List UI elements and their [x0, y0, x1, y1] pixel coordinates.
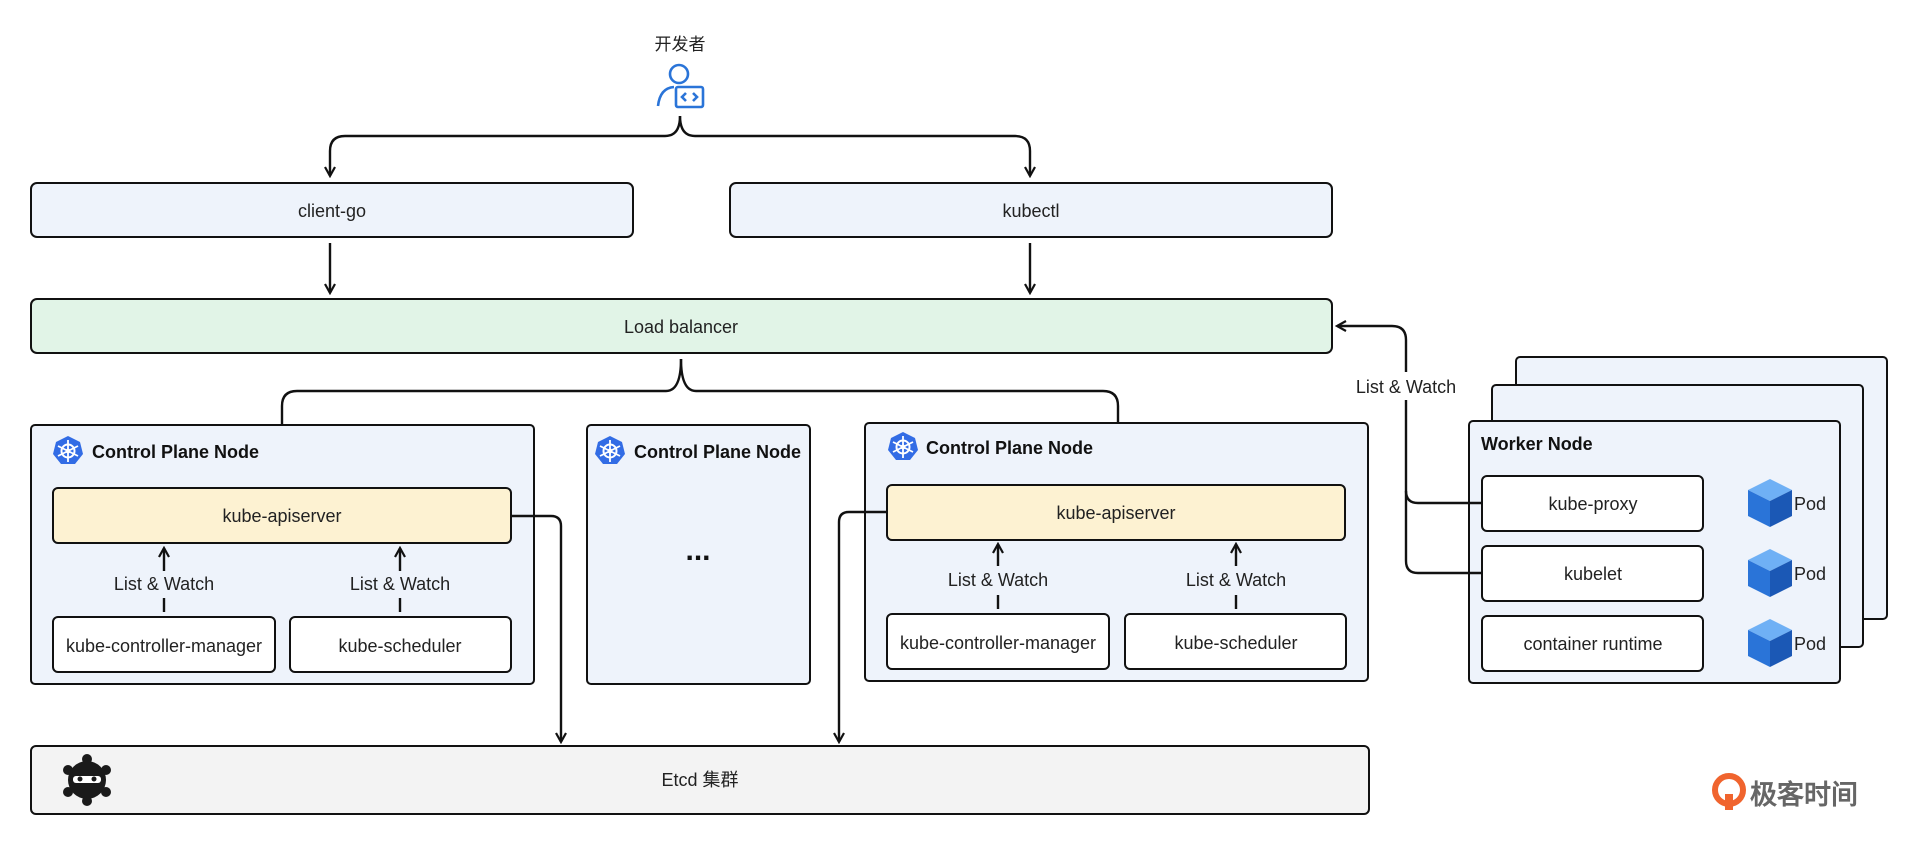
- control-plane-node-1-title: Control Plane Node: [92, 442, 259, 462]
- kube-apiserver-box-3: [886, 484, 1346, 541]
- list-watch-label-1b: List & Watch: [350, 574, 450, 594]
- kube-scheduler-box-1: [289, 616, 512, 673]
- list-watch-label-1a: List & Watch: [114, 574, 214, 594]
- kubelet-label: kubelet: [1564, 564, 1622, 584]
- list-watch-label-3a: List & Watch: [948, 570, 1048, 590]
- worker-node-title: Worker Node: [1481, 434, 1593, 454]
- kube-apiserver-label-1: kube-apiserver: [222, 506, 341, 526]
- client-go-label: client-go: [298, 201, 366, 221]
- control-plane-node-2-title: Control Plane Node: [634, 442, 801, 462]
- kube-controller-manager-label-3: kube-controller-manager: [900, 633, 1096, 653]
- container-runtime-box: [1481, 615, 1704, 672]
- pod-label-1: Pod: [1794, 494, 1826, 514]
- kube-scheduler-box-3: [1124, 613, 1347, 670]
- kube-controller-manager-box-1: [52, 616, 276, 673]
- kubelet-box: [1481, 545, 1704, 602]
- etcd-cluster-label: Etcd 集群: [661, 770, 738, 790]
- pod-label-3: Pod: [1794, 634, 1826, 654]
- client-go-box: [30, 182, 634, 238]
- kube-controller-manager-label-1: kube-controller-manager: [66, 636, 262, 656]
- ellipsis-text: ...: [685, 534, 710, 567]
- kube-scheduler-label-1: kube-scheduler: [338, 636, 461, 656]
- kube-apiserver-box-1: [52, 487, 512, 544]
- developer-icon: [656, 63, 705, 109]
- etcd-cluster-box: [30, 745, 1370, 815]
- worker-list-watch-label: List & Watch: [1356, 377, 1456, 397]
- kubectl-label: kubectl: [1002, 201, 1059, 221]
- brand-logo-icon: [1712, 773, 1746, 810]
- list-watch-label-bg: [1352, 372, 1460, 400]
- container-runtime-label: container runtime: [1523, 634, 1662, 654]
- kube-proxy-box: [1481, 475, 1704, 532]
- control-plane-node-2: [586, 424, 811, 685]
- kubectl-box: [729, 182, 1333, 238]
- brand-watermark-text: 极客时间: [1750, 779, 1858, 810]
- kube-apiserver-label-3: kube-apiserver: [1056, 503, 1175, 523]
- pod-label-2: Pod: [1794, 564, 1826, 584]
- kube-proxy-label: kube-proxy: [1548, 494, 1637, 514]
- load-balancer-box: [30, 298, 1333, 354]
- load-balancer-label: Load balancer: [624, 317, 738, 337]
- developer-label: 开发者: [655, 35, 706, 54]
- kube-controller-manager-box-3: [886, 613, 1110, 670]
- kube-scheduler-label-3: kube-scheduler: [1174, 633, 1297, 653]
- list-watch-label-3b: List & Watch: [1186, 570, 1286, 590]
- control-plane-node-3-title: Control Plane Node: [926, 438, 1093, 458]
- etcd-icon: [63, 754, 111, 806]
